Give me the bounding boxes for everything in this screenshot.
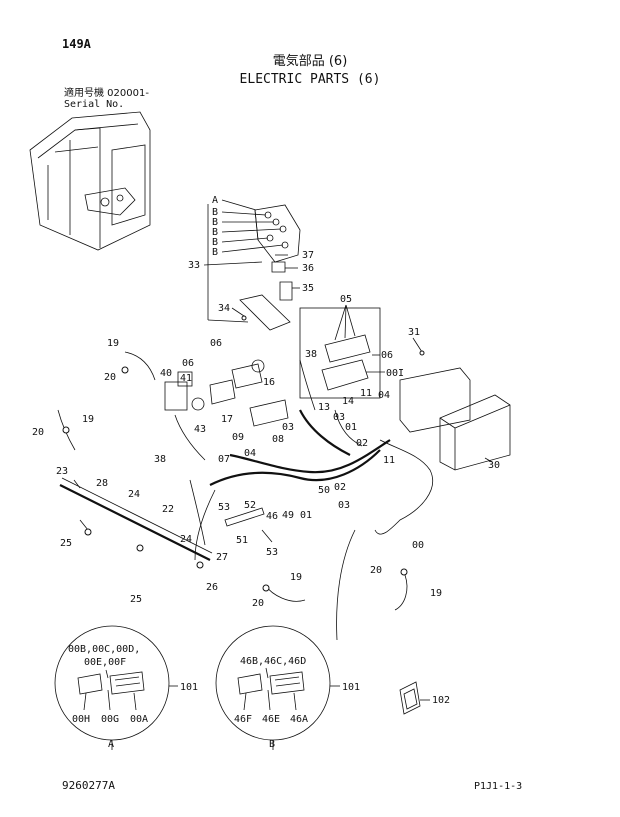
- controller-unit-drawing: [399, 367, 511, 471]
- callout-label: 11: [383, 455, 395, 466]
- callout-label: 05: [340, 294, 352, 305]
- callout-label: B: [212, 207, 218, 218]
- detail-b-callout: 46B,46C,46D: [240, 656, 306, 667]
- page-title-en: ELECTRIC PARTS (6): [239, 72, 381, 87]
- callout-label: 19: [430, 588, 442, 599]
- sticker-drawing: [399, 681, 430, 715]
- callout-label: 24: [128, 489, 140, 500]
- callout-label: 03: [282, 422, 294, 433]
- callout-label: 00I: [386, 368, 404, 379]
- callout-label: 51: [236, 535, 248, 546]
- callout-label: 03: [333, 412, 345, 423]
- callout-label: 25: [130, 594, 142, 605]
- callout-label: 07: [218, 454, 230, 465]
- callout-label: 35: [302, 283, 314, 294]
- detail-b-circle: [215, 625, 340, 750]
- harness-bar-drawing: [59, 477, 213, 569]
- callout-label: 25: [60, 538, 72, 549]
- callout-label: 19: [82, 414, 94, 425]
- detail-a-part: 00G: [101, 714, 119, 725]
- detail-a-part: 00A: [130, 714, 148, 725]
- callout-label: 50: [318, 485, 330, 496]
- relay-block-drawing: [299, 304, 381, 399]
- callout-label: 27: [216, 552, 228, 563]
- detail-a-circle: [54, 625, 178, 750]
- callout-label: 02: [356, 438, 368, 449]
- sticker-ref: 102: [432, 695, 450, 706]
- callout-label: 26: [206, 582, 218, 593]
- callout-label: 20: [370, 565, 382, 576]
- callout-label: 17: [221, 414, 233, 425]
- detail-b-part: 46A: [290, 714, 308, 725]
- callout-label: B: [212, 237, 218, 248]
- callout-label: 06: [182, 358, 194, 369]
- switch-panel-drawing: [207, 204, 301, 331]
- callout-label: 49: [282, 510, 294, 521]
- serial-label-jp: 適用号機 020001-: [64, 88, 149, 99]
- detail-b-part: 46E: [262, 714, 280, 725]
- callout-label: 28: [96, 478, 108, 489]
- callout-label: 41: [180, 373, 192, 384]
- page-number: 149A: [62, 37, 91, 51]
- callout-label: 20: [32, 427, 44, 438]
- callout-label: 24: [180, 534, 192, 545]
- callout-label: 01: [300, 510, 312, 521]
- serial-label-en: Serial No.: [64, 99, 125, 110]
- page-title-jp: 電気部品 (6): [272, 54, 348, 69]
- callout-label: 04: [378, 390, 390, 401]
- detail-b-part: 46F: [234, 714, 252, 725]
- callout-label: 31: [408, 327, 420, 338]
- cab-outline-drawing: [29, 111, 151, 251]
- callout-label: B: [212, 247, 218, 258]
- callout-label: 02: [334, 482, 346, 493]
- main-harness-drawing: [174, 359, 433, 641]
- callout-label: 34: [218, 303, 230, 314]
- callout-label: 03: [338, 500, 350, 511]
- callout-label: B: [212, 217, 218, 228]
- detail-a-callout-2: 00E,00F: [84, 657, 126, 668]
- callout-label: 06: [381, 350, 393, 361]
- callout-label: 11: [360, 388, 372, 399]
- callout-label: 19: [107, 338, 119, 349]
- callout-label: 53: [218, 502, 230, 513]
- callout-label: 38: [305, 349, 317, 360]
- callout-label: 13: [318, 402, 330, 413]
- callout-labels: A B B B B B 33 37 36 35 34 05 31 06 06 0…: [32, 195, 500, 609]
- callout-label: 09: [232, 432, 244, 443]
- drawing-number: 9260277A: [62, 779, 115, 792]
- callout-label: 40: [160, 368, 172, 379]
- callout-label: B: [212, 227, 218, 238]
- detail-b-ref: 101: [342, 682, 360, 693]
- callout-label: 14: [342, 396, 354, 407]
- detail-a-part: 00H: [72, 714, 90, 725]
- callout-label: 52: [244, 500, 256, 511]
- detail-a-ref: 101: [180, 682, 198, 693]
- callout-label: 38: [154, 454, 166, 465]
- page-code: P1J1-1-3: [474, 781, 523, 792]
- callout-label: 36: [302, 263, 314, 274]
- callout-label: 20: [104, 372, 116, 383]
- callout-label: 04: [244, 448, 256, 459]
- callout-label: 00: [412, 540, 424, 551]
- callout-label: 19: [290, 572, 302, 583]
- detail-a-label: A: [108, 739, 114, 750]
- callout-label: 16: [263, 377, 275, 388]
- detail-b-label: B: [269, 739, 275, 750]
- callout-label: 23: [56, 466, 68, 477]
- callout-label: 06: [210, 338, 222, 349]
- callout-label: 46: [266, 511, 278, 522]
- callout-label: 01: [345, 422, 357, 433]
- callout-label: 43: [194, 424, 206, 435]
- callout-label: 30: [488, 460, 500, 471]
- callout-label: A: [212, 195, 218, 206]
- callout-label: 37: [302, 250, 314, 261]
- callout-label: 53: [266, 547, 278, 558]
- detail-a-callout-1: 00B,00C,00D,: [68, 644, 140, 655]
- callout-label: 08: [272, 434, 284, 445]
- callout-label: 33: [188, 260, 200, 271]
- callout-label: 22: [162, 504, 174, 515]
- callout-label: 20: [252, 598, 264, 609]
